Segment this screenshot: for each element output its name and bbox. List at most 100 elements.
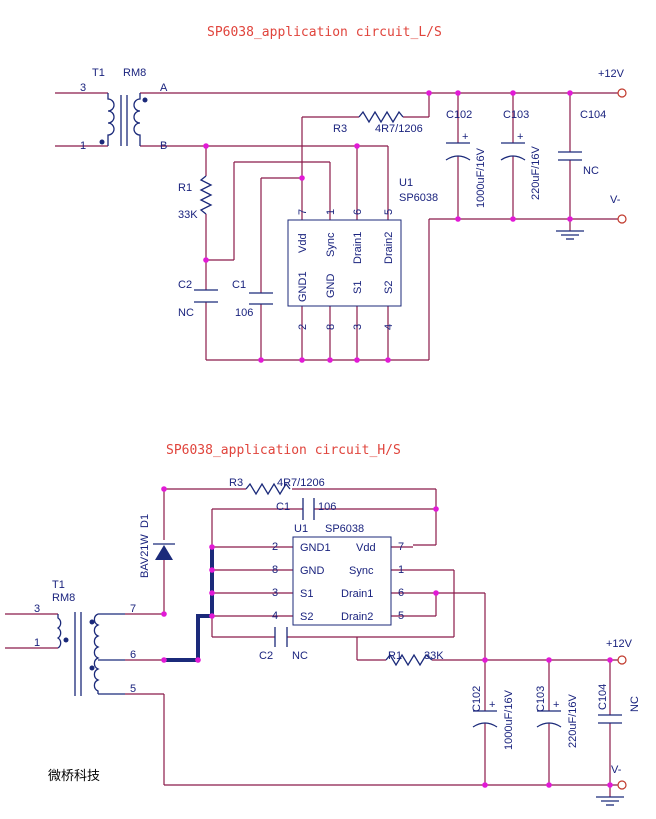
- bottom-pin-num-4: 4: [272, 610, 278, 622]
- svg-text:+: +: [462, 131, 468, 143]
- bottom-ground-symbol: [596, 796, 624, 806]
- bottom-vplus-label: +12V: [606, 638, 633, 650]
- bottom-c2-capacitor: [274, 627, 288, 647]
- bottom-pin-num-6: 6: [398, 587, 404, 599]
- bottom-u1-label: U1: [294, 523, 308, 535]
- top-r1-resistor: [199, 175, 213, 215]
- top-vminus-terminal: [617, 214, 627, 224]
- top-pin-num-1: 1: [325, 209, 337, 215]
- top-c2-capacitor: [194, 289, 218, 303]
- bottom-junctions: [161, 486, 613, 788]
- bottom-c103-value: 220uF/16V: [567, 694, 579, 748]
- bottom-r3-value: 4R7/1206: [277, 477, 325, 489]
- bottom-r3-resistor: [245, 482, 291, 496]
- top-pin-num-5: 5: [383, 209, 395, 215]
- top-pin-num-3: 3: [352, 324, 364, 330]
- top-pin-name-gnd: GND: [325, 274, 337, 299]
- top-c2-label: C2: [178, 279, 192, 291]
- top-title: SP6038_application circuit_L/S: [207, 25, 442, 40]
- top-pin1-label: 1: [80, 140, 86, 152]
- bottom-r1-resistor: [385, 653, 433, 667]
- top-pin3-label: 3: [80, 82, 86, 94]
- bottom-pin-num-7: 7: [398, 541, 404, 553]
- bottom-pin-num-8: 8: [272, 564, 278, 576]
- top-pin-num-7: 7: [297, 209, 309, 215]
- top-u1-chip: [287, 219, 402, 307]
- bottom-pin-name-vdd: Vdd: [356, 542, 376, 554]
- bottom-tpin7-label: 7: [130, 603, 136, 615]
- svg-text:+: +: [517, 131, 523, 143]
- top-c104-label: C104: [580, 109, 606, 121]
- top-b-label: B: [160, 140, 167, 152]
- bottom-thick-trace: [125, 547, 214, 662]
- top-c104-value: NC: [583, 165, 599, 177]
- top-pin-num-8: 8: [325, 324, 337, 330]
- top-pin-name-vdd: Vdd: [297, 233, 309, 253]
- bottom-pin-name-s2: S2: [300, 611, 313, 623]
- bottom-pin-name-gnd: GND: [300, 565, 325, 577]
- top-vplus-terminal: [617, 88, 627, 98]
- top-c104-capacitor: [558, 151, 582, 161]
- top-a-label: A: [160, 82, 168, 94]
- top-rm8-label: RM8: [123, 67, 146, 79]
- bottom-c104-value: NC: [629, 696, 641, 712]
- top-junctions: [203, 90, 573, 363]
- top-r3-label: R3: [333, 123, 347, 135]
- top-c103-label: C103: [503, 109, 529, 121]
- bottom-c103-label: C103: [535, 686, 547, 712]
- watermark-text: 微桥科技: [48, 768, 100, 783]
- bottom-pin-num-3: 3: [272, 587, 278, 599]
- top-pin-name-s2: S2: [383, 281, 395, 294]
- bottom-pin-name-s1: S1: [300, 588, 313, 600]
- bottom-d1-diode: [153, 543, 175, 560]
- top-c103-value: 220uF/16V: [530, 146, 542, 200]
- bottom-tpin1-label: 1: [34, 637, 40, 649]
- top-vminus-label: V-: [610, 194, 621, 206]
- top-circuit: SP6038_application circuit_L/S: [55, 25, 627, 363]
- top-pin-name-drain2: Drain2: [383, 232, 395, 264]
- top-c102-capacitor: +: [445, 131, 471, 161]
- svg-text:+: +: [489, 699, 495, 711]
- top-c102-label: C102: [446, 109, 472, 121]
- top-c1-label: C1: [232, 279, 246, 291]
- bottom-t1-label: T1: [52, 579, 65, 591]
- bottom-d1-value: BAV21W: [139, 534, 151, 578]
- bottom-c1-label: C1: [276, 501, 290, 513]
- top-vplus-label: +12V: [598, 68, 625, 80]
- top-r1-value: 33K: [178, 209, 198, 221]
- bottom-r1-value: 33K: [424, 650, 444, 662]
- bottom-vminus-terminal: [617, 780, 627, 790]
- bottom-c2-value: NC: [292, 650, 308, 662]
- bottom-pin-name-drain1: Drain1: [341, 588, 373, 600]
- bottom-transformer: [56, 612, 125, 696]
- top-t1-label: T1: [92, 67, 105, 79]
- bottom-c102-capacitor: +: [472, 699, 498, 728]
- bottom-tpin5-label: 5: [130, 683, 136, 695]
- bottom-wires: [5, 488, 618, 797]
- bottom-r3-label: R3: [229, 477, 243, 489]
- bottom-c103-capacitor: +: [536, 699, 562, 728]
- bottom-c102-value: 1000uF/16V: [503, 689, 515, 750]
- top-pin-num-2: 2: [297, 324, 309, 330]
- top-c102-value: 1000uF/16V: [475, 147, 487, 208]
- top-ground-symbol: [556, 230, 584, 240]
- top-transformer: [99, 93, 148, 146]
- top-pin-num-4: 4: [383, 324, 395, 330]
- top-pin-name-s1: S1: [352, 281, 364, 294]
- bottom-c1-capacitor: [302, 498, 315, 520]
- top-pin-name-drain1: Drain1: [352, 232, 364, 264]
- top-c1-value: 106: [235, 307, 253, 319]
- bottom-tpin6-label: 6: [130, 649, 136, 661]
- bottom-r1-label: R1: [388, 650, 402, 662]
- bottom-c104-label: C104: [597, 684, 609, 710]
- top-c103-capacitor: +: [500, 131, 526, 161]
- top-pin-name-sync: Sync: [325, 232, 337, 257]
- top-c2-value: NC: [178, 307, 194, 319]
- bottom-pin-name-drain2: Drain2: [341, 611, 373, 623]
- top-pin-name-gnd1: GND1: [297, 271, 309, 302]
- bottom-u1-chip: [292, 536, 392, 626]
- top-r3-resistor: [358, 110, 404, 124]
- bottom-c102-label: C102: [471, 686, 483, 712]
- bottom-pin-num-1: 1: [398, 564, 404, 576]
